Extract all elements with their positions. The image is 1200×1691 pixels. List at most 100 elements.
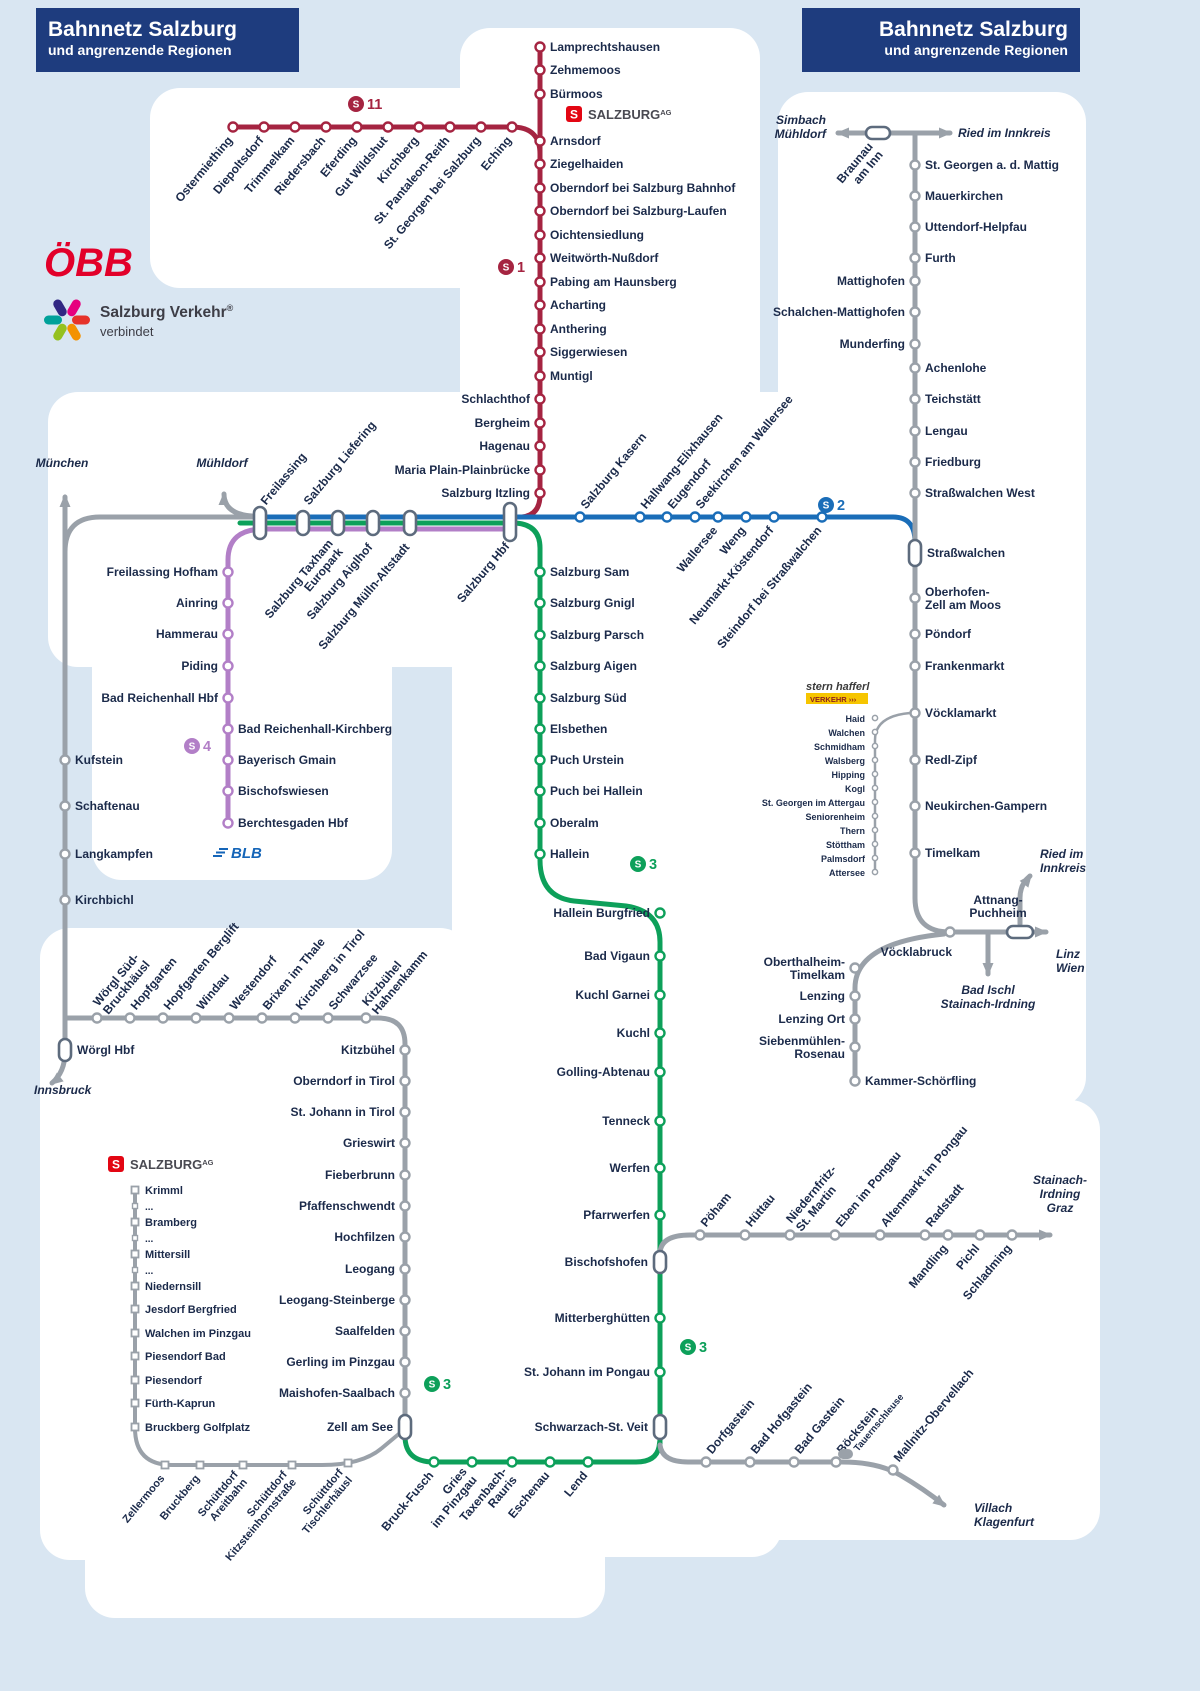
station-marker bbox=[874, 1229, 886, 1241]
salzburg-ag-suffix: AG bbox=[202, 1158, 213, 1167]
station-marker bbox=[534, 660, 546, 672]
station-label: Hagenau bbox=[479, 439, 530, 453]
station-label: Bayerisch Gmain bbox=[238, 753, 336, 767]
station-label: Oberthalheim-Timelkam bbox=[764, 955, 845, 982]
station-marker bbox=[256, 1012, 268, 1024]
station-marker bbox=[534, 182, 546, 194]
s-bahn-line-badge-icon bbox=[818, 497, 834, 513]
station-marker bbox=[919, 1229, 931, 1241]
s-bahn-badge-number: 3 bbox=[443, 1377, 451, 1393]
station-label: Saalfelden bbox=[335, 1324, 395, 1338]
s-bahn-badge-number: 3 bbox=[699, 1340, 707, 1356]
station-marker bbox=[222, 566, 234, 578]
salzburg-verkehr-star-ray bbox=[67, 323, 81, 341]
interchange-marker bbox=[57, 1037, 73, 1063]
station-label: Attnang-Puchheim bbox=[969, 893, 1026, 920]
station-label: Jesdorf Bergfried bbox=[145, 1304, 237, 1316]
station-label: Bürmoos bbox=[550, 87, 603, 101]
dir-ried-innkreis-top: Ried im Innkreis bbox=[958, 126, 1051, 140]
station-label: Kammer-Schörfling bbox=[865, 1074, 976, 1088]
station-marker bbox=[654, 1312, 666, 1324]
station-marker bbox=[223, 1012, 235, 1024]
station-marker bbox=[130, 1398, 140, 1408]
station-marker bbox=[689, 511, 701, 523]
station-marker bbox=[816, 511, 828, 523]
station-marker bbox=[428, 1456, 440, 1468]
s-bahn-badge-number: 1 bbox=[517, 260, 525, 276]
station-marker bbox=[534, 299, 546, 311]
station-label: Kitzbühel bbox=[341, 1043, 395, 1057]
station-marker bbox=[130, 1185, 140, 1195]
salzburg-verkehr-name: Salzburg Verkehr bbox=[100, 304, 227, 321]
station-label: Furth bbox=[925, 251, 956, 265]
station-marker bbox=[740, 511, 752, 523]
station-marker bbox=[654, 989, 666, 1001]
station-marker bbox=[574, 511, 586, 523]
station-label: Muntigl bbox=[550, 369, 593, 383]
station-label: Schlachthof bbox=[461, 392, 531, 406]
station-marker bbox=[289, 121, 301, 133]
station-label: Salzburg Sam bbox=[550, 565, 629, 579]
station-label: Salzburg Itzling bbox=[441, 486, 530, 500]
stern-hafferl-logo: stern hafferl VERKEHR ››› bbox=[806, 681, 870, 704]
station-label: Pfarrwerfen bbox=[583, 1208, 650, 1222]
station-marker bbox=[534, 276, 546, 288]
dir-muehldorf: Mühldorf bbox=[196, 456, 248, 470]
rail-line-attersee bbox=[873, 711, 912, 874]
station-marker bbox=[784, 1229, 796, 1241]
station-label: Piesendorf bbox=[145, 1375, 202, 1387]
station-marker bbox=[399, 1325, 411, 1337]
station-marker bbox=[829, 1229, 841, 1241]
salzburg-verkehr-star-ray bbox=[72, 315, 90, 325]
station-label: ... bbox=[145, 1202, 154, 1213]
station-label: Bad Reichenhall Hbf bbox=[101, 691, 219, 705]
station-label: St. Johann im Pongau bbox=[524, 1365, 650, 1379]
map-title: Bahnnetz Salzburg bbox=[878, 18, 1068, 41]
interchange-marker bbox=[330, 509, 346, 537]
station-marker bbox=[871, 854, 879, 862]
s-bahn-badge-number: 3 bbox=[649, 857, 657, 873]
map-subtitle: und angrenzende Regionen bbox=[884, 42, 1068, 59]
station-label: Thern bbox=[840, 826, 865, 836]
station-marker bbox=[909, 707, 921, 719]
salzburg-ag-icon bbox=[108, 1156, 124, 1172]
station-marker bbox=[849, 1013, 861, 1025]
station-label: Werfen bbox=[610, 1161, 650, 1175]
station-marker bbox=[909, 425, 921, 437]
station-marker bbox=[534, 487, 546, 499]
station-marker bbox=[131, 1234, 139, 1242]
station-marker bbox=[788, 1456, 800, 1468]
station-marker bbox=[909, 306, 921, 318]
station-label: Mittersill bbox=[145, 1249, 190, 1261]
station-label: Bramberg bbox=[145, 1217, 197, 1229]
s-bahn-line-badge-icon bbox=[680, 1339, 696, 1355]
blb-wordmark: BLB bbox=[231, 845, 262, 862]
station-label: Mitterberghütten bbox=[555, 1311, 650, 1325]
station-marker bbox=[654, 950, 666, 962]
station-marker bbox=[157, 1012, 169, 1024]
station-label: Munderfing bbox=[840, 337, 905, 351]
salzburg-ag-suffix: AG bbox=[660, 108, 671, 117]
station-label: Hochfilzen bbox=[334, 1230, 395, 1244]
station-label: Bergheim bbox=[475, 416, 530, 430]
station-marker bbox=[227, 121, 239, 133]
s-bahn-badge-letter: S bbox=[635, 860, 642, 871]
station-marker bbox=[130, 1249, 140, 1259]
station-marker bbox=[661, 511, 673, 523]
station-label: Hammerau bbox=[156, 627, 218, 641]
station-marker bbox=[871, 770, 879, 778]
station-label: Schaftenau bbox=[75, 799, 140, 813]
station-marker bbox=[849, 962, 861, 974]
s-bahn-badge-letter: S bbox=[429, 1380, 436, 1391]
station-label: Hallein Burgfried bbox=[553, 906, 650, 920]
s-bahn-badge-letter: S bbox=[189, 742, 196, 753]
interchange-marker bbox=[652, 1413, 668, 1441]
station-marker bbox=[909, 362, 921, 374]
station-marker bbox=[130, 1422, 140, 1432]
direction-arrow-stainach bbox=[1039, 1229, 1052, 1241]
station-label: Redl-Zipf bbox=[925, 753, 978, 767]
